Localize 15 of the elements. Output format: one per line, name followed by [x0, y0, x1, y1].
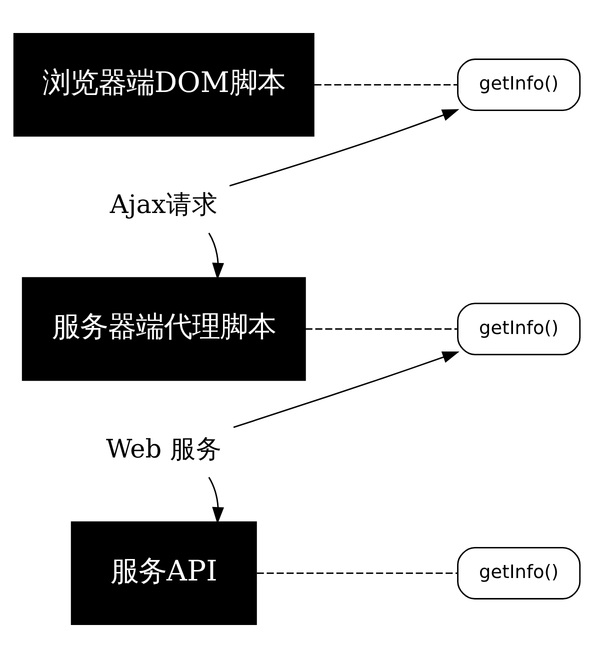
- arrow: [208, 232, 224, 280]
- node-box: getInfo(): [457, 546, 581, 599]
- node-text: Ajax请求: [110, 190, 218, 220]
- arrow: [229, 108, 460, 186]
- node-box: 服务器端代理脚本: [22, 276, 306, 380]
- node-box: 服务API: [70, 520, 257, 625]
- node-box: getInfo(): [457, 302, 581, 355]
- node-text: Web 服务: [106, 434, 222, 464]
- connector: [314, 84, 458, 85]
- node-box: getInfo(): [457, 58, 581, 111]
- connector: [256, 572, 458, 574]
- connector: [305, 328, 458, 330]
- arrow: [233, 351, 460, 428]
- arrow: [208, 476, 224, 524]
- node-box: 浏览器端DOM脚本: [13, 32, 314, 136]
